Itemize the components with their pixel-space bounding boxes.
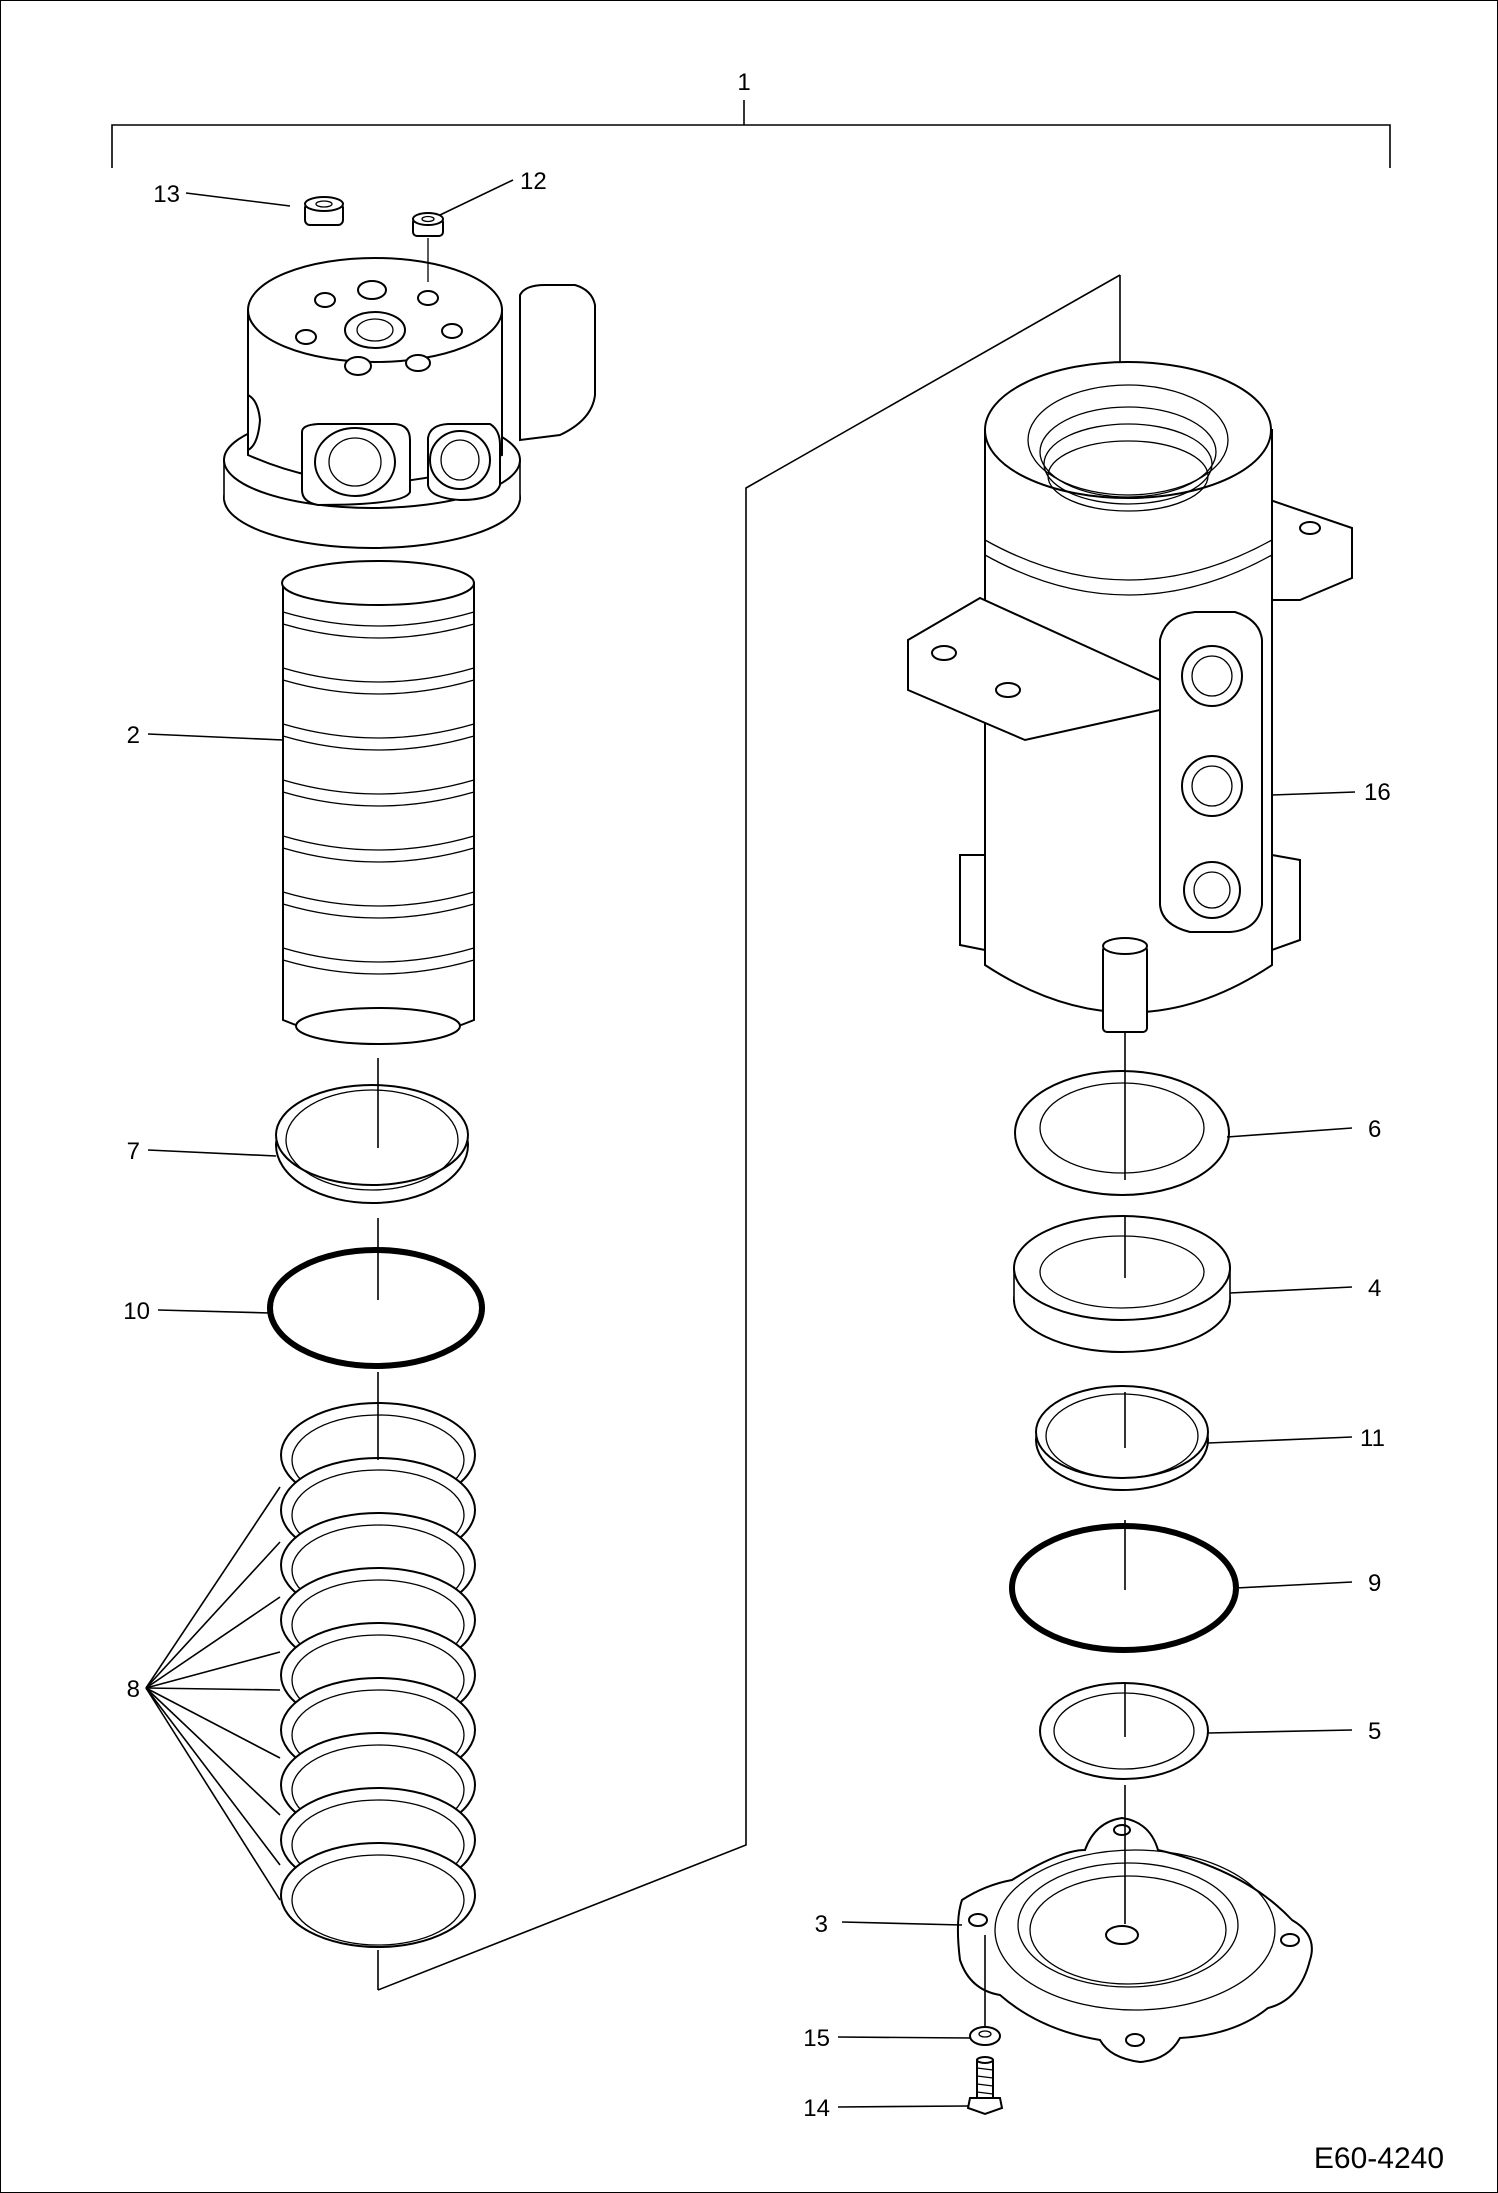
seal-ring-7 (275, 1084, 469, 1204)
seal-ring-5 (1039, 1682, 1209, 1780)
callout-11: 11 (1360, 1425, 1385, 1452)
callout-9: 9 (1368, 1570, 1381, 1597)
callout-15: 15 (803, 2025, 830, 2052)
cover-3 (956, 1816, 1313, 2064)
bolt-14 (966, 2056, 1004, 2116)
spindle-grooves (282, 611, 475, 975)
ring-stack-8 (280, 1402, 476, 1948)
callout-10: 10 (123, 1298, 150, 1325)
rotor-spindle-part (223, 257, 596, 1045)
swivel-housing-part (907, 361, 1353, 1033)
callout-12: 12 (520, 168, 547, 195)
plug-12 (412, 212, 444, 282)
callout-13: 13 (153, 181, 180, 208)
o-ring-10 (267, 1247, 485, 1369)
washer-15 (969, 2026, 1001, 2046)
o-ring-9 (1009, 1523, 1239, 1653)
callout-6: 6 (1368, 1116, 1381, 1143)
seal-ring-11 (1035, 1385, 1209, 1491)
callout-16: 16 (1364, 779, 1391, 806)
drawing-code: E60-4240 (1314, 2142, 1444, 2175)
callout-1: 1 (737, 69, 750, 96)
callout-5: 5 (1368, 1718, 1381, 1745)
callout-2: 2 (127, 722, 140, 749)
seal-ring-6 (1014, 1070, 1230, 1196)
callout-14: 14 (803, 2095, 830, 2122)
callout-7: 7 (127, 1138, 140, 1165)
leader-lines (145, 179, 1356, 2108)
assembly-bracket (111, 100, 1391, 168)
callout-3: 3 (815, 1911, 828, 1938)
plug-13 (304, 196, 344, 226)
callout-8: 8 (127, 1676, 140, 1703)
ring-4 (1013, 1215, 1231, 1353)
callout-4: 4 (1368, 1275, 1381, 1302)
